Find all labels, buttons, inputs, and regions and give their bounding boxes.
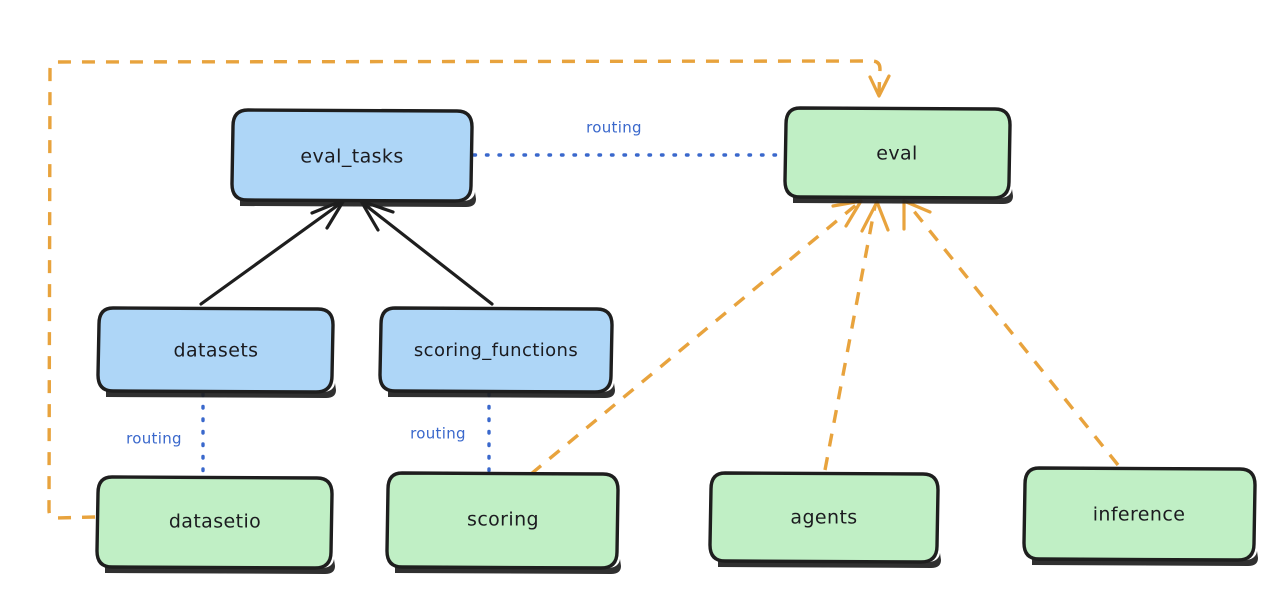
edge-datasetio-to-eval bbox=[47, 59, 891, 520]
edge-inference-to-eval bbox=[902, 199, 1120, 467]
node-label-agents: agents bbox=[790, 507, 857, 529]
edge-agents-to-eval bbox=[823, 200, 890, 471]
edge-label-routing-eval-tasks: routing bbox=[586, 119, 642, 137]
node-datasets[interactable]: datasets bbox=[96, 306, 336, 398]
node-scoring_functions[interactable]: scoring_functions bbox=[378, 306, 615, 398]
node-agents[interactable]: agents bbox=[708, 471, 941, 568]
node-eval[interactable]: eval bbox=[783, 106, 1013, 204]
edge-label-routing-datasets: routing bbox=[126, 430, 182, 448]
node-label-scoring: scoring bbox=[467, 509, 539, 531]
node-label-eval: eval bbox=[876, 143, 917, 165]
node-datasetio[interactable]: datasetio bbox=[95, 475, 335, 574]
edge-datasets-to-eval_tasks bbox=[199, 198, 346, 306]
node-eval_tasks[interactable]: eval_tasks bbox=[230, 108, 476, 207]
edge-label-layer: routing routing routing bbox=[126, 119, 642, 448]
edge-scoring_functions-to-eval_tasks bbox=[359, 199, 494, 306]
node-scoring[interactable]: scoring bbox=[385, 471, 621, 574]
edge-label-routing-scoring-functions: routing bbox=[410, 425, 466, 443]
node-label-datasets: datasets bbox=[174, 340, 259, 362]
node-label-scoring_functions: scoring_functions bbox=[414, 340, 578, 361]
node-label-eval_tasks: eval_tasks bbox=[300, 146, 403, 168]
node-inference[interactable]: inference bbox=[1022, 466, 1258, 566]
node-label-inference: inference bbox=[1093, 504, 1186, 526]
node-label-datasetio: datasetio bbox=[169, 511, 261, 533]
